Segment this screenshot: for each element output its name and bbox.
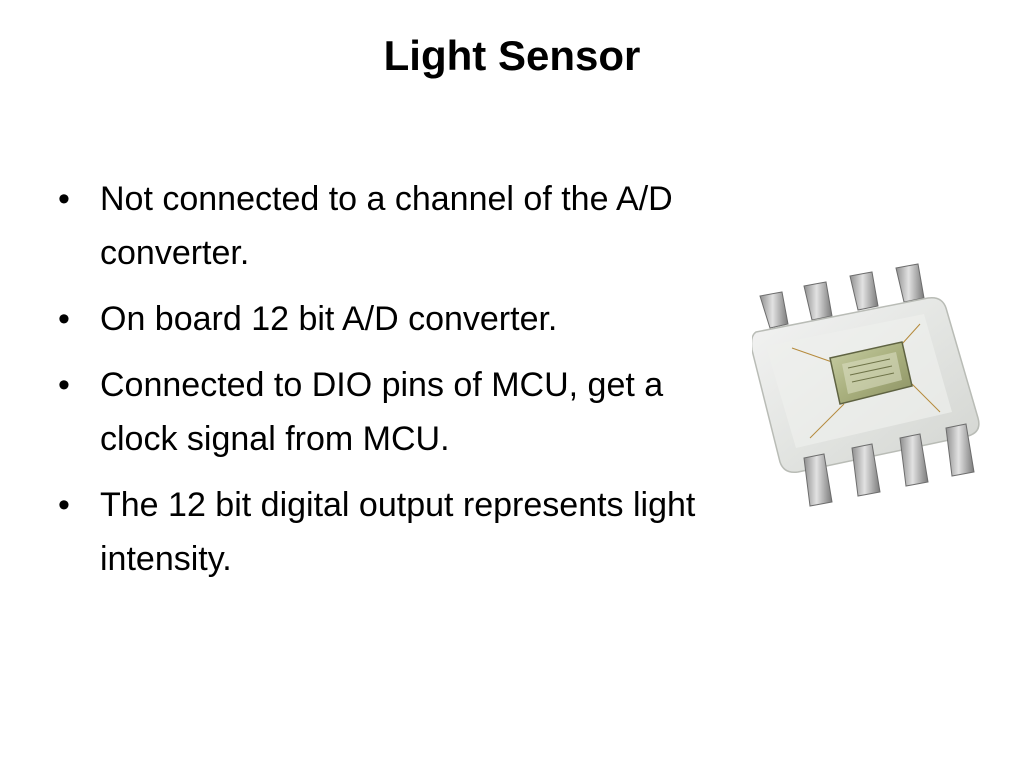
chip-top-pins [759, 263, 925, 329]
chip-bond-wires [791, 323, 941, 439]
bullet-text: The 12 bit digital output represents lig… [100, 486, 696, 578]
bullet-dot-icon: • [58, 486, 70, 524]
bullet-text: On board 12 bit A/D converter. [100, 300, 558, 338]
light-sensor-chip-icon [752, 263, 980, 507]
bullet-dot-icon: • [58, 366, 70, 404]
bullet-dot-icon: • [58, 300, 70, 338]
bullet-item: • On board 12 bit A/D converter. [58, 292, 748, 346]
bullet-text: Connected to DIO pins of MCU, get a cloc… [100, 366, 664, 458]
chip-bottom-pins [803, 423, 975, 507]
slide-title: Light Sensor [383, 32, 641, 79]
bullet-item: • Not connected to a channel of the A/D … [58, 172, 748, 280]
bullet-item: • Connected to DIO pins of MCU, get a cl… [58, 358, 748, 466]
bullet-list: • Not connected to a channel of the A/D … [58, 172, 748, 598]
chip-die [829, 341, 913, 405]
bullet-text: Not connected to a channel of the A/D co… [100, 180, 673, 272]
bullet-dot-icon: • [58, 180, 70, 218]
bullet-item: • The 12 bit digital output represents l… [58, 478, 748, 586]
